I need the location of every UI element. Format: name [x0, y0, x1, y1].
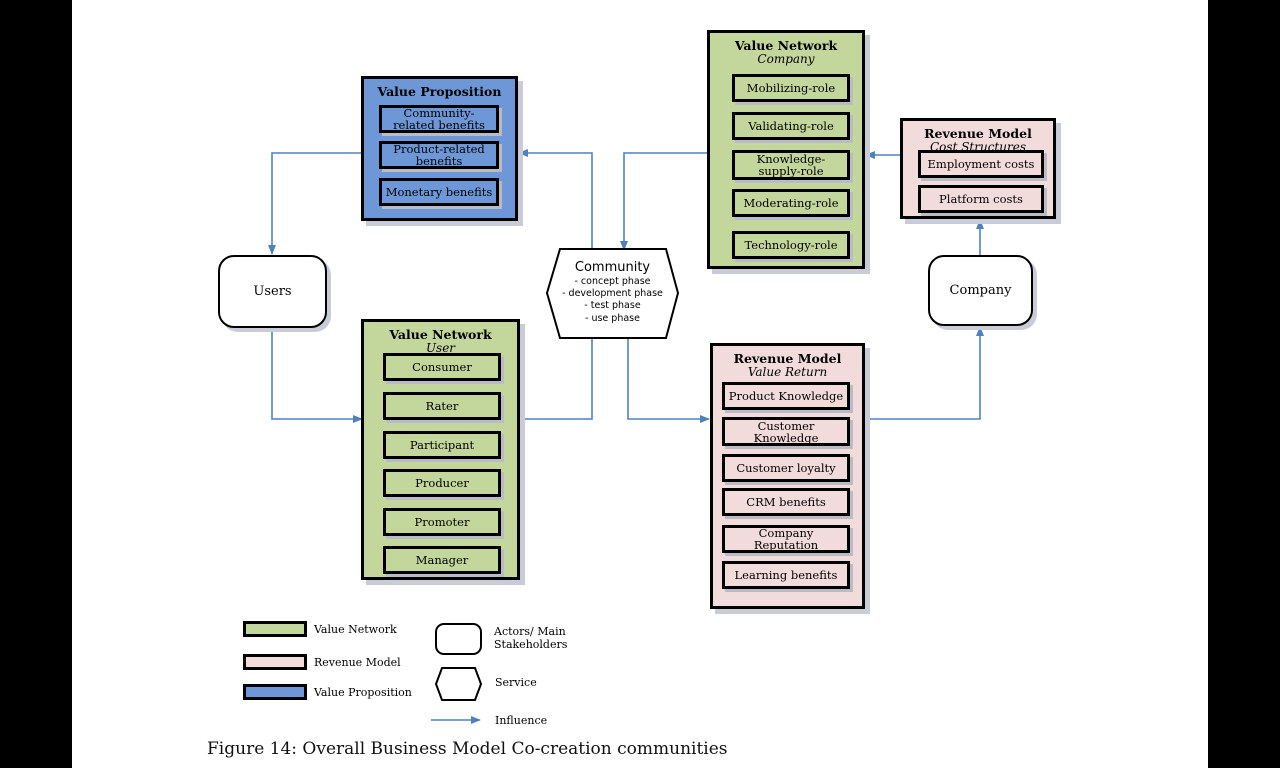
- value-return-item: Customer Knowledge: [722, 417, 850, 446]
- users-actor: Users: [218, 255, 327, 328]
- company-role-item: Knowledge-supply-role: [732, 150, 850, 180]
- community-phase: - concept phase: [574, 276, 651, 287]
- value-return-item: Customer loyalty: [722, 454, 850, 482]
- figure-caption: Figure 14: Overall Business Model Co-cre…: [207, 739, 728, 759]
- cost-item: Employment costs: [918, 150, 1044, 178]
- value-network-user-subtitle: User: [425, 341, 456, 355]
- company-role-item: Technology-role: [732, 231, 850, 259]
- legend-label-actors: Actors/ Main Stakeholders: [494, 625, 568, 651]
- value-return-item: CRM benefits: [722, 488, 850, 516]
- user-role-item: Rater: [383, 392, 501, 420]
- community-phase: - use phase: [585, 313, 640, 324]
- value-return-item: Company Reputation: [722, 525, 850, 553]
- legend-actor-shape: [435, 623, 482, 655]
- revenue-cost-title: Revenue Model: [924, 126, 1032, 141]
- legend-swatch-value-network: [243, 621, 307, 637]
- revenue-return-subtitle: Value Return: [747, 365, 828, 379]
- value-network-company-box: Value Network Company: [707, 30, 865, 269]
- user-role-item: Producer: [383, 469, 501, 497]
- company-role-item: Moderating-role: [732, 189, 850, 217]
- company-role-item: Validating-role: [732, 112, 850, 140]
- value-proposition-item: Monetary benefits: [379, 178, 499, 206]
- company-role-item: Mobilizing-role: [732, 74, 850, 102]
- value-proposition-item: Community-related benefits: [379, 105, 499, 133]
- page: [72, 0, 1208, 768]
- value-network-company-title: Value Network: [734, 38, 838, 53]
- user-role-item: Participant: [383, 431, 501, 459]
- community-label: Community: [574, 260, 651, 275]
- legend-swatch-value-proposition: [243, 684, 307, 700]
- legend-label-value-proposition: Value Proposition: [314, 686, 412, 699]
- value-return-item: Learning benefits: [722, 561, 850, 589]
- user-role-item: Consumer: [383, 353, 501, 381]
- community-phase: - development phase: [562, 288, 663, 299]
- value-proposition-title: Value Proposition: [377, 84, 502, 99]
- legend-label-service: Service: [495, 676, 537, 689]
- value-network-user-title: Value Network: [389, 327, 492, 342]
- user-role-item: Manager: [383, 546, 501, 574]
- legend-swatch-revenue-model: [243, 654, 307, 670]
- company-actor: Company: [928, 255, 1033, 326]
- cost-item: Platform costs: [918, 185, 1044, 213]
- legend-label-value-network: Value Network: [314, 623, 397, 636]
- revenue-return-title: Revenue Model: [733, 351, 842, 366]
- legend-label-influence: Influence: [495, 714, 548, 727]
- user-role-item: Promoter: [383, 508, 501, 536]
- community-phase: - test phase: [584, 300, 641, 311]
- value-network-company-subtitle: Company: [757, 52, 815, 66]
- value-return-item: Product Knowledge: [722, 382, 850, 410]
- value-proposition-item: Product-related benefits: [379, 141, 499, 169]
- legend-label-revenue-model: Revenue Model: [314, 656, 401, 669]
